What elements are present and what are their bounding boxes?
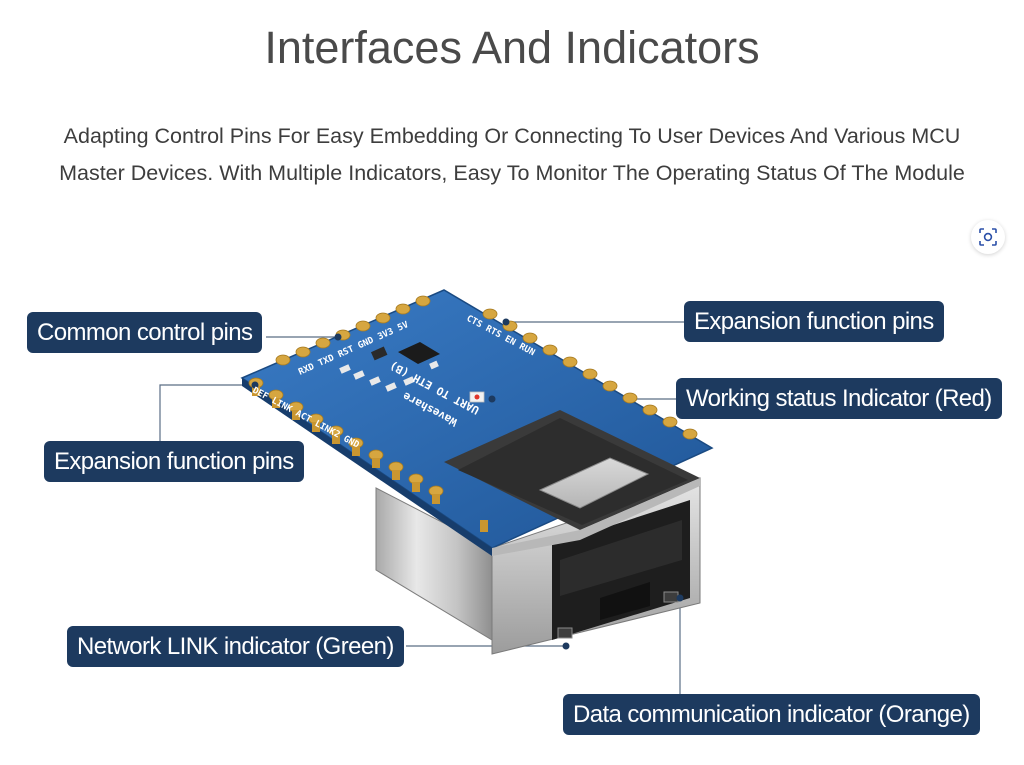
pcb-components [251,318,510,403]
pads-top [275,295,431,366]
image-zoom-button[interactable] [971,220,1005,254]
scan-zoom-icon [979,228,997,246]
rj45-side [375,487,493,641]
description-line-1: Adapting Control Pins For Easy Embedding… [63,124,961,148]
description-line-2: Master Devices. With Multiple Indicators… [59,161,965,185]
link-led-window [557,627,573,639]
status-led-red [474,394,480,400]
rj45-front [491,477,701,655]
svg-text:UART TO ETH (B): UART TO ETH (B) [388,359,482,417]
svg-text:RXD TXD RST GND 3V3 5V: RXD TXD RST GND 3V3 5V [297,320,410,378]
callout-data-communication-indicator: Data communication indicator (Orange) [563,694,980,735]
pads-right [482,308,698,440]
callout-expansion-function-pins-right: Expansion function pins [684,301,944,342]
callout-common-control-pins: Common control pins [27,312,263,353]
callout-expansion-function-pins-left: Expansion function pins [44,441,304,482]
callout-network-link-indicator: Network LINK indicator (Green) [67,626,404,667]
page-description: Adapting Control Pins For Easy Embedding… [0,118,1024,192]
data-led-window [663,591,679,603]
pcb-board [240,289,714,549]
callout-working-status-indicator: Working status Indicator (Red) [676,378,1002,419]
svg-text:Waveshare: Waveshare [400,389,459,429]
svg-text:CTS RTS EN RUN: CTS RTS EN RUN [465,314,537,358]
rj45-port [552,500,690,640]
page-title: Interfaces And Indicators [264,22,760,73]
pcb-silkscreen: RXD TXD RST GND 3V3 5V CTS RTS EN RUN DE… [251,314,537,451]
rj45-top [444,410,700,530]
